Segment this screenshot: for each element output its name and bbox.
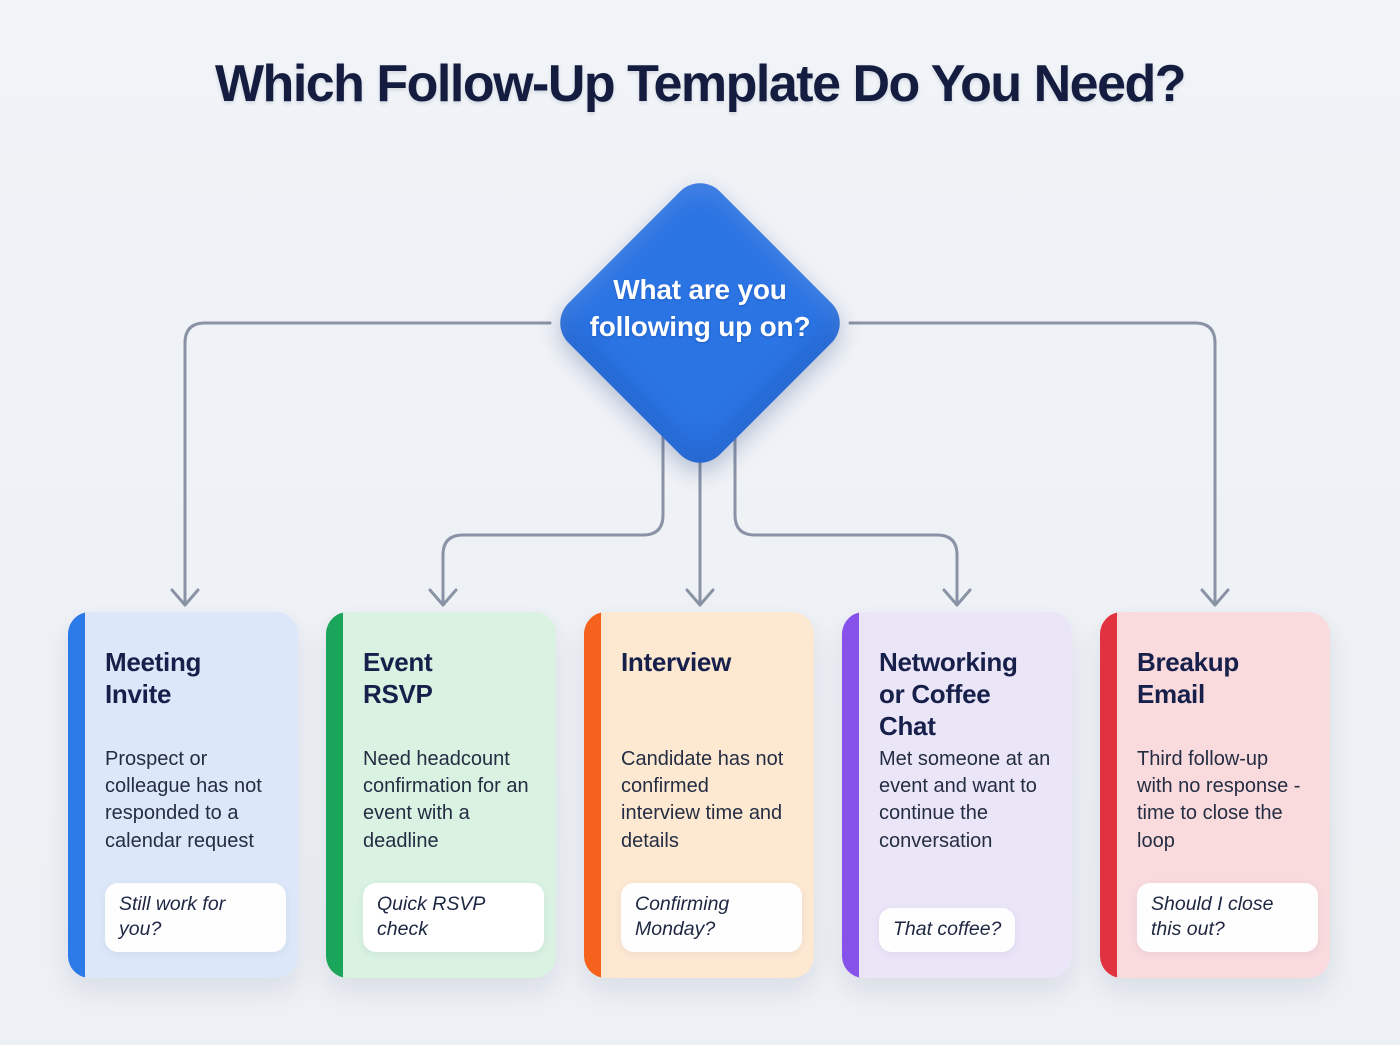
card-subject-pill: Still work for you?	[105, 882, 286, 952]
card-subject-pill: Confirming Monday?	[621, 882, 802, 952]
connector-breakup-email	[848, 321, 1217, 606]
connector-event-rsvp	[441, 423, 665, 606]
arrowhead-meeting-invite	[170, 588, 200, 607]
card-meeting-invite: Meeting Invite Prospect or colleague has…	[68, 612, 298, 978]
page-title: Which Follow-Up Template Do You Need?	[214, 55, 1187, 113]
arrowhead-networking	[942, 588, 972, 607]
connector-networking	[733, 423, 959, 606]
card-subject-pill: Should I close this out?	[1137, 882, 1318, 952]
card-title: Networking or Coffee Chat	[879, 647, 1018, 742]
card-title: Interview	[621, 647, 732, 677]
card-description: Prospect or colleague has not responded …	[105, 748, 262, 852]
decision-question: What are you following up on?	[589, 274, 811, 342]
arrowhead-interview	[685, 588, 715, 607]
card-accent-stripe	[68, 612, 85, 978]
card-event-rsvp: Event RSVP Need headcount confirmation f…	[326, 612, 556, 978]
card-description: Candidate has not confirmed interview ti…	[621, 748, 784, 852]
card-accent-stripe	[326, 612, 343, 978]
arrowhead-breakup-email	[1200, 588, 1230, 607]
card-subject-pill: Quick RSVP check	[363, 882, 544, 952]
arrowhead-event-rsvp	[428, 588, 458, 607]
card-description: Met someone at an event and want to cont…	[879, 748, 1051, 852]
card-title: Event RSVP	[363, 647, 433, 710]
card-interview: Interview Candidate has not confirmed in…	[584, 612, 814, 978]
template-cards-row: Meeting Invite Prospect or colleague has…	[68, 612, 1330, 978]
card-accent-stripe	[1100, 612, 1117, 978]
connector-meeting-invite	[183, 321, 552, 606]
card-accent-stripe	[842, 612, 859, 978]
card-subject-pill: That coffee?	[879, 908, 1016, 952]
card-description: Third follow-up with no response - time …	[1137, 748, 1301, 852]
card-title: Breakup Email	[1137, 647, 1239, 710]
card-networking-coffee-chat: Networking or Coffee Chat Met someone at…	[842, 612, 1072, 978]
card-accent-stripe	[584, 612, 601, 978]
card-breakup-email: Breakup Email Third follow-up with no re…	[1100, 612, 1330, 978]
card-description: Need headcount confirmation for an event…	[363, 748, 529, 852]
card-title: Meeting Invite	[105, 647, 202, 710]
